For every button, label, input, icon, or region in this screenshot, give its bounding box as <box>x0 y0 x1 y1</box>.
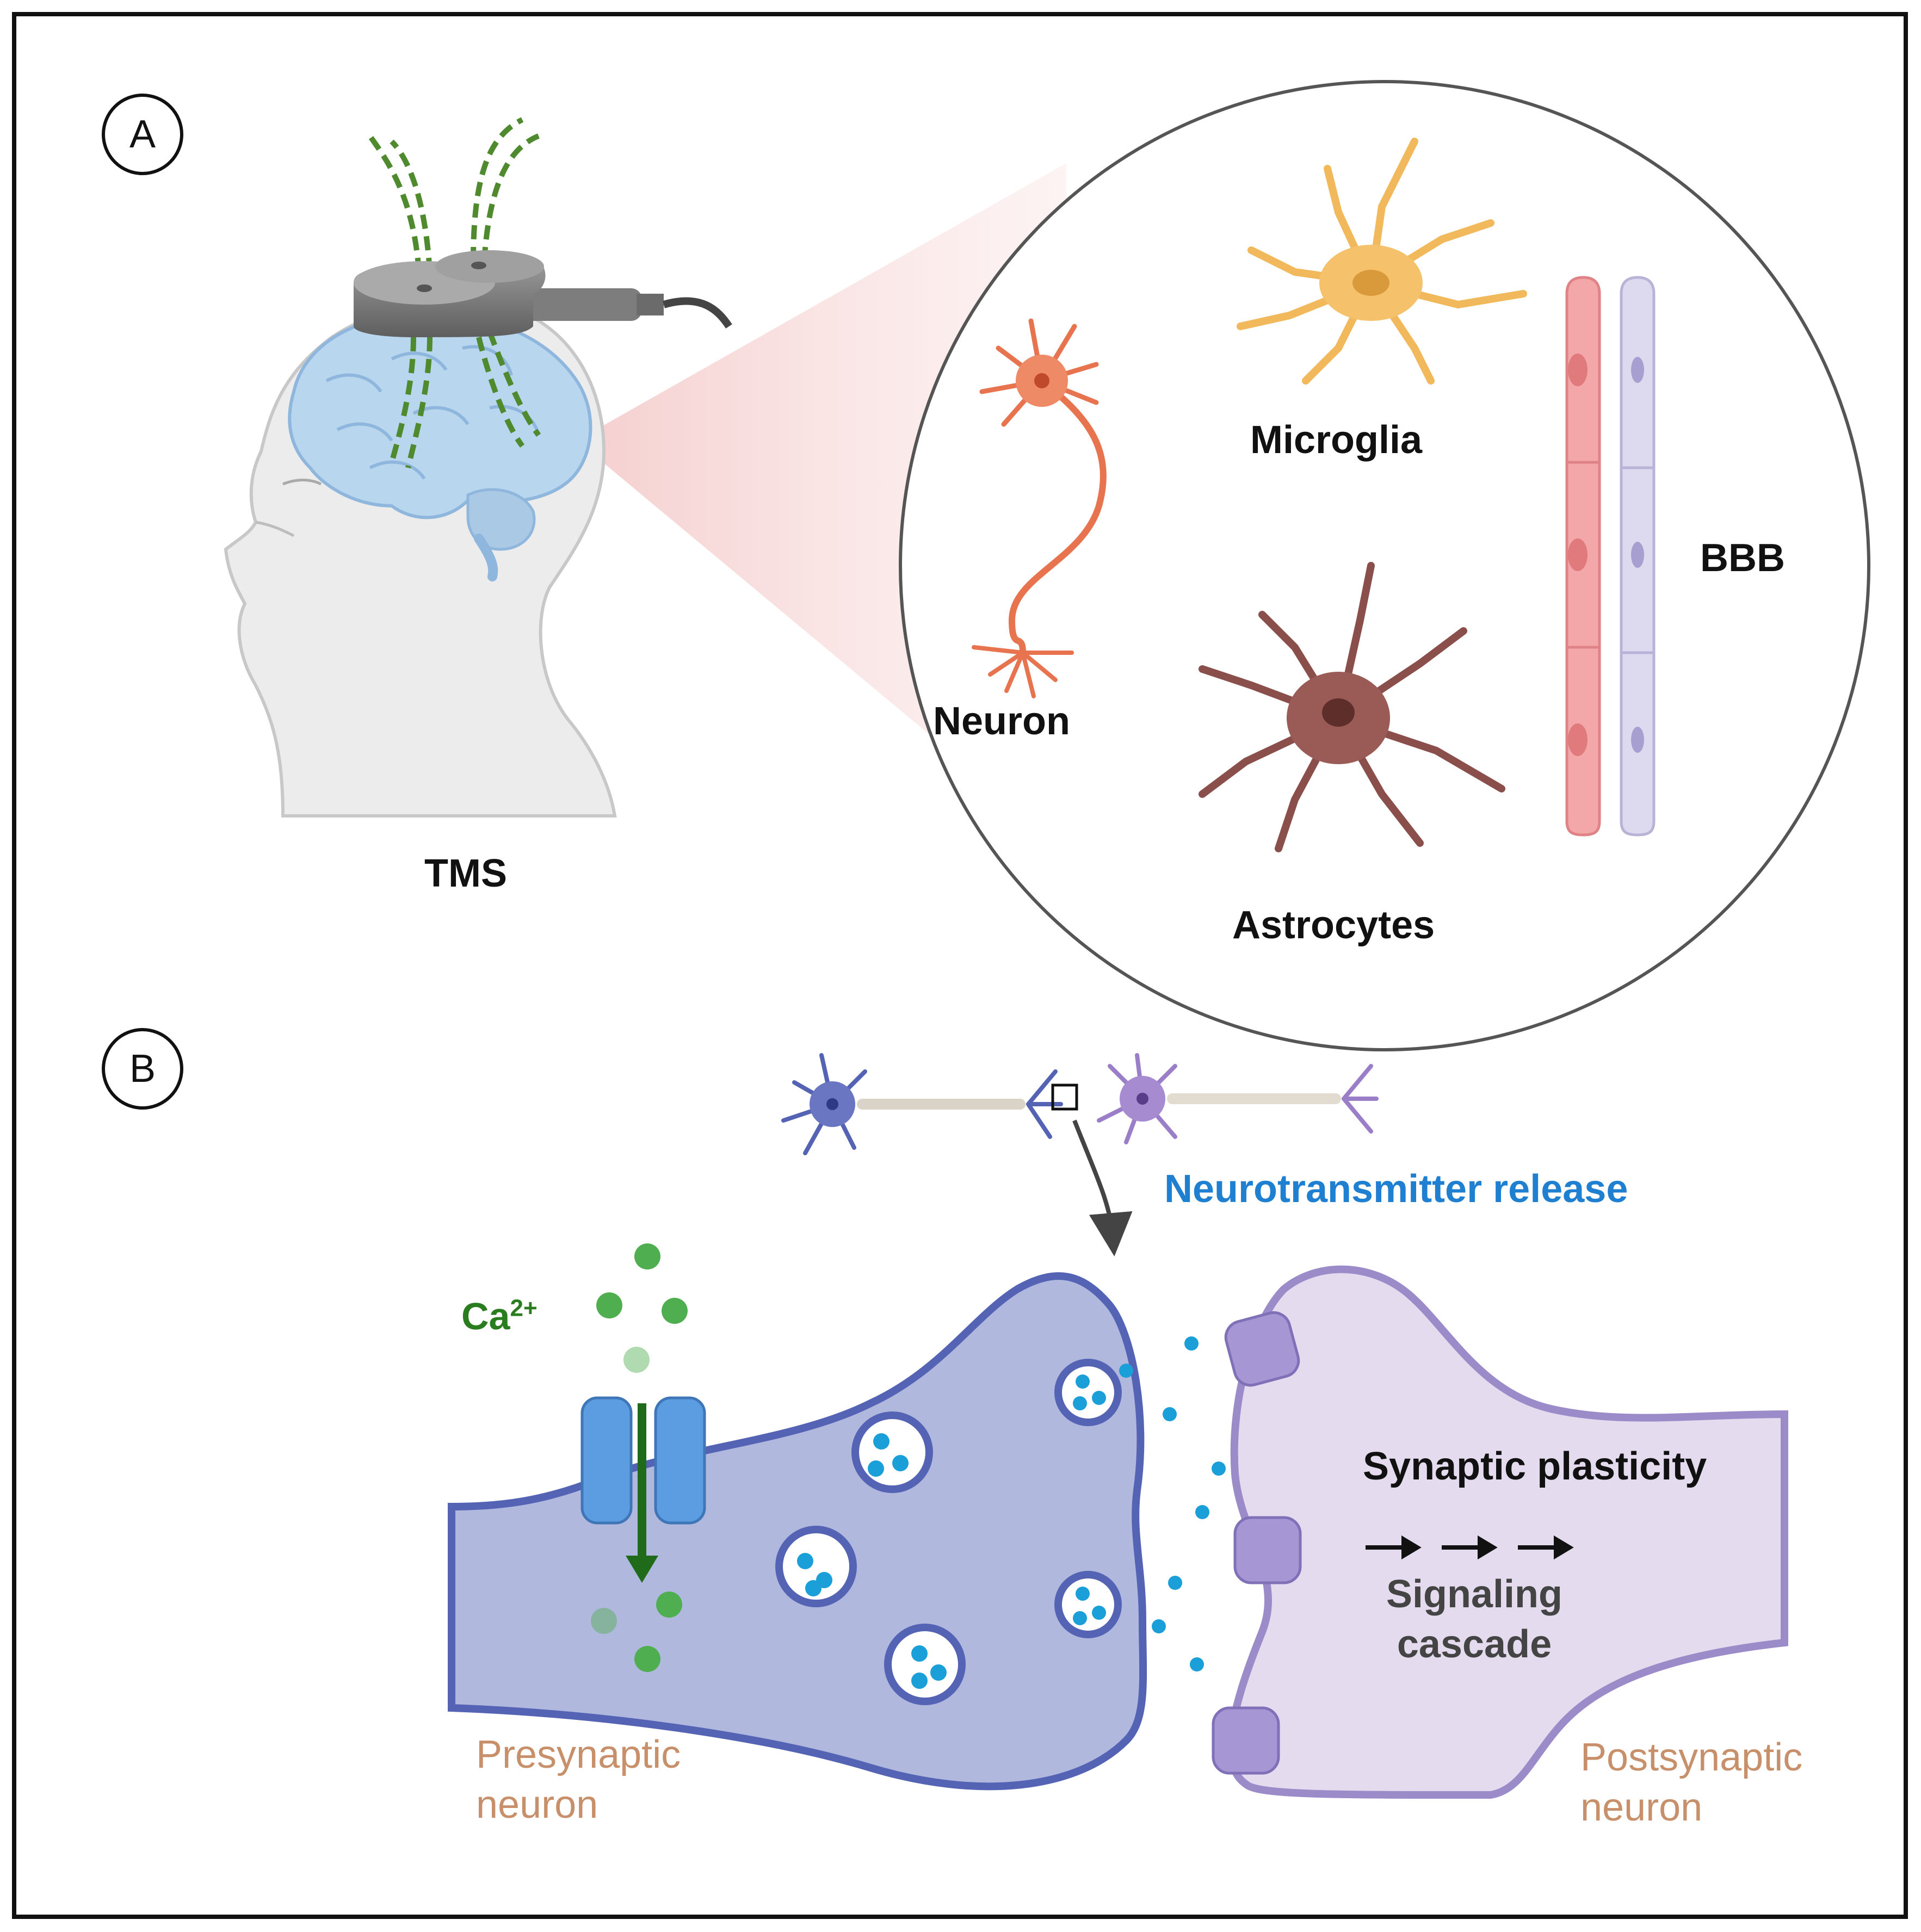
panel-a-badge: A <box>102 94 183 175</box>
astrocytes-label: Astrocytes <box>1232 903 1435 947</box>
calcium-ions <box>591 1243 688 1672</box>
presynaptic-neuron-label: Presynaptic neuron <box>476 1730 681 1830</box>
tms-field-lines <box>367 117 541 469</box>
postsynaptic-line: Postsynaptic <box>1580 1736 1803 1779</box>
connected-neurons <box>781 1053 1379 1155</box>
microglia-label: Microglia <box>1250 418 1423 462</box>
zoom-arrow <box>1072 1119 1133 1256</box>
neuron-label: Neuron <box>933 699 1070 743</box>
bbb-label: BBB <box>1700 536 1785 580</box>
brain-illustration <box>288 313 592 581</box>
panel-b-badge: B <box>102 1028 183 1110</box>
neurotransmitter-release-label: Neurotransmitter release <box>1164 1167 1628 1211</box>
neuron-cell <box>972 318 1107 698</box>
postsynaptic-terminal <box>1227 1265 1788 1799</box>
figure-frame <box>12 12 1908 1919</box>
calcium-charge: 2+ <box>510 1295 538 1322</box>
signaling-arrows <box>1366 1535 1574 1560</box>
calcium-label: Ca2+ <box>461 1295 538 1338</box>
calcium-symbol: Ca <box>461 1295 510 1337</box>
tms-coil <box>354 250 732 337</box>
presynaptic-neuron-line: neuron <box>476 1783 598 1826</box>
signaling-line: Signaling <box>1386 1572 1562 1616</box>
calcium-channel <box>580 1396 706 1583</box>
postsynaptic-neuron-label: Postsynaptic neuron <box>1580 1732 1802 1832</box>
postsynaptic-neuron-line: neuron <box>1580 1786 1703 1829</box>
signaling-cascade-label: Signaling cascade <box>1376 1569 1572 1669</box>
postsynaptic-receptors <box>1212 1311 1302 1775</box>
synaptic-vesicles <box>775 1359 1122 1705</box>
astrocyte-cell <box>1199 562 1505 852</box>
tms-label: TMS <box>424 852 507 895</box>
neurotransmitters <box>797 1336 1226 1689</box>
cascade-line: cascade <box>1397 1623 1552 1666</box>
presynaptic-line: Presynaptic <box>476 1733 681 1776</box>
synaptic-plasticity-label: Synaptic plasticity <box>1363 1445 1707 1488</box>
bbb-cells <box>1565 276 1656 837</box>
microglia-cell <box>1237 138 1527 385</box>
